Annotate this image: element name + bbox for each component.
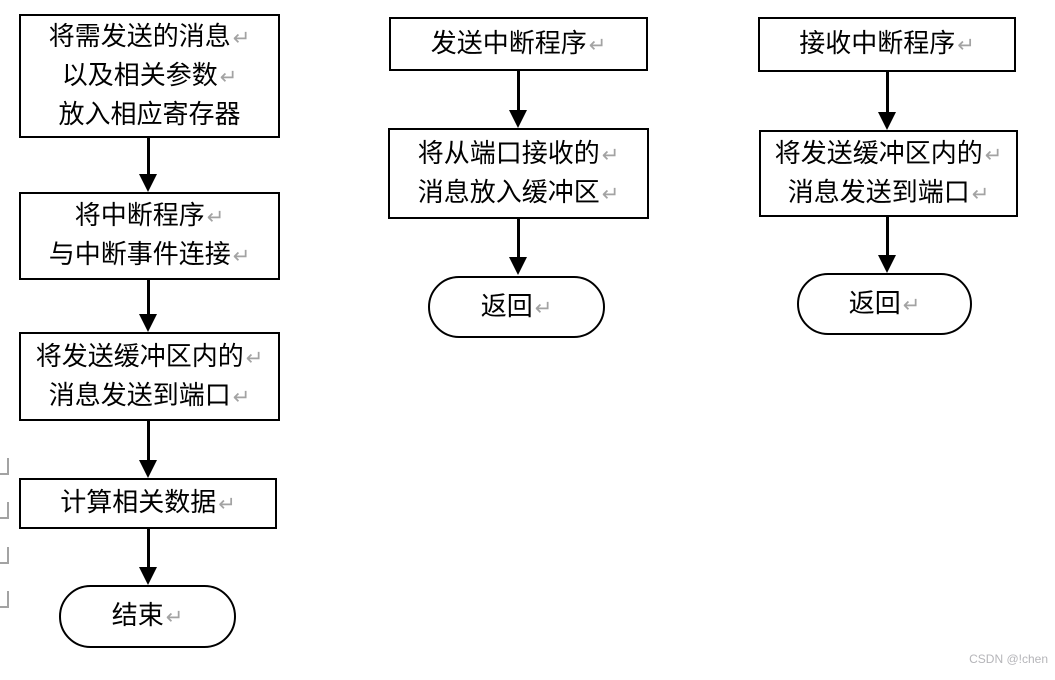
arrow-shaft bbox=[517, 71, 520, 112]
arrow-head-icon bbox=[139, 460, 157, 478]
process-label-line: 与中断事件连接↵ bbox=[48, 240, 251, 270]
return-mark-icon: ↵ bbox=[984, 142, 1003, 167]
return-mark-icon: ↵ bbox=[232, 384, 251, 409]
arrow-head-icon bbox=[878, 112, 896, 130]
flow-arrow-down bbox=[139, 280, 157, 332]
process-label-line: 发送中断程序↵ bbox=[430, 28, 607, 59]
process-label-line: 消息发送到端口↵ bbox=[48, 380, 251, 411]
return-mark-icon: ↵ bbox=[957, 33, 975, 57]
arrow-shaft bbox=[147, 280, 150, 316]
terminator-label-line: 结束↵ bbox=[111, 601, 184, 631]
paragraph-mark-icon bbox=[0, 458, 9, 475]
process-label-line: 消息放入缓冲区↵ bbox=[417, 177, 620, 208]
terminator-label-line: 返回↵ bbox=[480, 291, 553, 322]
flow-arrow-down bbox=[139, 529, 157, 585]
process-label-line: 放入相应寄存器 bbox=[58, 100, 241, 130]
process-box-send-interrupt-2: 将从端口接收的↵ 消息放入缓冲区↵ bbox=[388, 128, 649, 219]
terminator-return-receive: 返回↵ bbox=[797, 273, 972, 335]
process-box-receive-interrupt-1: 接收中断程序↵ bbox=[758, 17, 1016, 72]
flow-arrow-down bbox=[509, 219, 527, 275]
return-mark-icon: ↵ bbox=[902, 292, 921, 317]
terminator-return-send: 返回↵ bbox=[428, 276, 605, 338]
process-box-send-main-4: 计算相关数据↵ bbox=[19, 478, 277, 529]
arrow-head-icon bbox=[139, 567, 157, 585]
return-mark-icon: ↵ bbox=[534, 295, 553, 320]
arrow-shaft bbox=[517, 219, 520, 259]
arrow-head-icon bbox=[878, 255, 896, 273]
return-mark-icon: ↵ bbox=[588, 32, 607, 57]
flow-arrow-down bbox=[878, 217, 896, 273]
terminator-end: 结束↵ bbox=[59, 585, 236, 648]
return-mark-icon: ↵ bbox=[971, 181, 990, 206]
process-label-line: 将从端口接收的↵ bbox=[417, 138, 620, 169]
arrow-shaft bbox=[147, 529, 150, 569]
return-mark-icon: ↵ bbox=[206, 205, 225, 229]
paragraph-mark-icon bbox=[0, 547, 9, 564]
return-mark-icon: ↵ bbox=[601, 142, 620, 167]
process-box-receive-interrupt-2: 将发送缓冲区内的↵ 消息发送到端口↵ bbox=[759, 130, 1018, 217]
watermark: CSDN @!chen bbox=[969, 652, 1048, 666]
flow-arrow-down bbox=[139, 138, 157, 192]
return-mark-icon: ↵ bbox=[219, 65, 238, 89]
terminator-label-line: 返回↵ bbox=[848, 288, 921, 319]
flow-arrow-down bbox=[878, 72, 896, 130]
return-mark-icon: ↵ bbox=[218, 492, 236, 516]
paragraph-mark-icon bbox=[0, 502, 9, 519]
process-box-send-interrupt-1: 发送中断程序↵ bbox=[389, 17, 648, 71]
process-label-line: 将发送缓冲区内的↵ bbox=[774, 138, 1003, 169]
return-mark-icon: ↵ bbox=[232, 244, 251, 268]
process-box-send-main-2: 将中断程序↵ 与中断事件连接↵ bbox=[19, 192, 280, 280]
return-mark-icon: ↵ bbox=[245, 345, 264, 370]
arrow-head-icon bbox=[139, 174, 157, 192]
process-label-line: 以及相关参数↵ bbox=[61, 61, 238, 91]
flow-arrow-down bbox=[509, 71, 527, 128]
arrow-shaft bbox=[886, 217, 889, 257]
arrow-head-icon bbox=[139, 314, 157, 332]
arrow-head-icon bbox=[509, 110, 527, 128]
return-mark-icon: ↵ bbox=[601, 181, 620, 206]
process-label-line: 将需发送的消息↵ bbox=[48, 22, 251, 52]
arrow-shaft bbox=[147, 138, 150, 176]
process-label-line: 将中断程序↵ bbox=[74, 201, 225, 231]
flow-arrow-down bbox=[139, 421, 157, 478]
arrow-shaft bbox=[886, 72, 889, 114]
process-box-send-main-3: 将发送缓冲区内的↵ 消息发送到端口↵ bbox=[19, 332, 280, 421]
paragraph-mark-icon bbox=[0, 591, 9, 608]
process-label-line: 接收中断程序↵ bbox=[799, 29, 975, 59]
return-mark-icon: ↵ bbox=[165, 605, 184, 629]
process-label-line: 将发送缓冲区内的↵ bbox=[35, 341, 264, 372]
process-label-line: 消息发送到端口↵ bbox=[787, 177, 990, 208]
arrow-shaft bbox=[147, 421, 150, 462]
process-box-send-main-1: 将需发送的消息↵ 以及相关参数↵ 放入相应寄存器 bbox=[19, 14, 280, 138]
return-mark-icon: ↵ bbox=[232, 26, 251, 50]
process-label-line: 计算相关数据↵ bbox=[60, 488, 236, 518]
arrow-head-icon bbox=[509, 257, 527, 275]
